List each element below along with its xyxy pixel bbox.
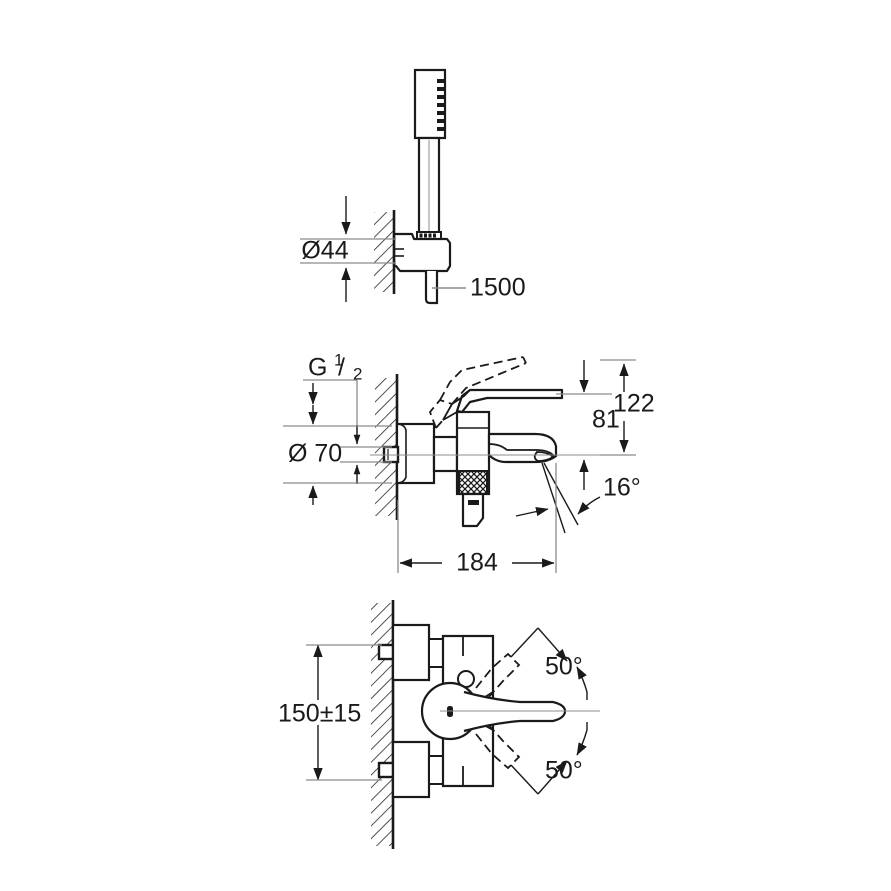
mixer-lever-phantom [428, 356, 527, 429]
dimension-label-g-denominator: 2 [353, 364, 362, 383]
hose-outlet [461, 492, 485, 528]
dimension-label-g-slash: / [338, 354, 345, 382]
dimension-label-50deg-upper: 50° [545, 653, 583, 681]
view-top-plan: 150±15 50° 50° [278, 600, 600, 849]
wall-section-bottom [371, 600, 395, 849]
dimension-dia-70: Ø 70 [283, 405, 392, 505]
mixer-spout [487, 432, 558, 464]
dimension-thread-g12: G 1 / 2 [303, 350, 392, 484]
dimension-dia-44: Ø44 [300, 196, 396, 302]
handshower-wall-holder [392, 232, 452, 273]
dimension-centres-150: 150±15 [278, 644, 382, 781]
dimension-angle-16: 16° [515, 462, 641, 534]
mixer-lever-plan-phantom [475, 652, 521, 770]
view-side-elevation: G 1 / 2 Ø 70 81 122 [283, 350, 655, 577]
dimension-label-81: 81 [592, 406, 620, 434]
diverter-knurled-sleeve [458, 470, 488, 495]
shower-hose-stub [424, 271, 439, 305]
dimension-height-81: 81 [556, 360, 620, 490]
dimension-angle-50-lower: 50° [510, 722, 588, 795]
mixer-connector [432, 435, 459, 473]
handshower-head [413, 68, 447, 140]
mixer-lever-plan [420, 681, 600, 741]
view-handshower: Ø44 1500 [300, 68, 526, 305]
union-escutcheon-lower [377, 740, 444, 799]
handshower-handle [417, 136, 441, 236]
union-escutcheon-upper [377, 623, 444, 682]
dimension-label-1500: 1500 [470, 274, 526, 302]
dimension-label-184: 184 [456, 549, 498, 577]
dimension-label-g-main: G [308, 354, 327, 382]
dimension-label-dia44: Ø44 [301, 237, 348, 265]
dimension-label-dia70: Ø 70 [288, 440, 342, 468]
dimension-hose-1500: 1500 [432, 274, 526, 302]
dimension-label-150pm15: 150±15 [278, 700, 361, 728]
dimension-angle-50-upper: 50° [510, 627, 588, 700]
dimension-height-122: 122 [600, 359, 655, 456]
mixer-escutcheon [395, 422, 436, 485]
wall-section-top [374, 210, 396, 294]
dimension-label-16deg: 16° [603, 474, 641, 502]
handshower-spray-face [437, 79, 444, 131]
dimension-label-50deg-lower: 50° [545, 757, 583, 785]
dimension-label-122: 122 [613, 390, 655, 418]
dimension-label-g-numerator: 1 [334, 350, 343, 369]
dimension-projection-184: 184 [397, 463, 557, 577]
